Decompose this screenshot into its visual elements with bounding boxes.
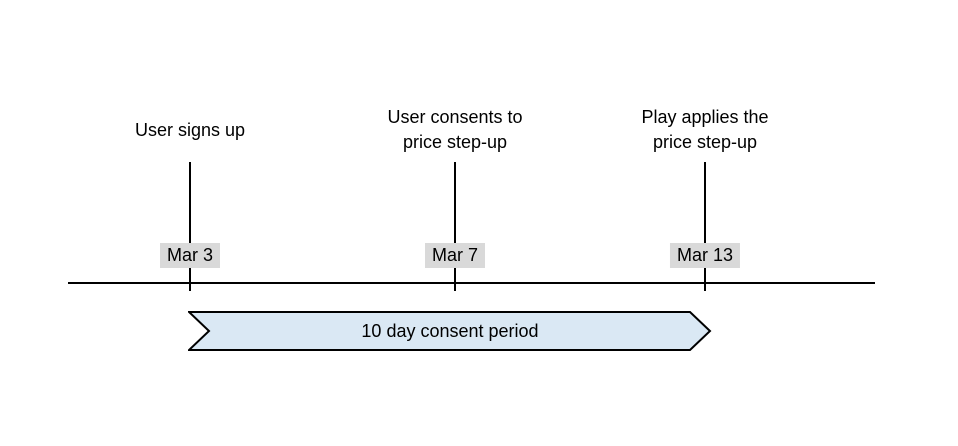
event-label-line: User consents to (387, 107, 523, 127)
event-label-consent: User consents to price step-up (373, 104, 537, 156)
event-label-line: price step-up (402, 132, 508, 152)
consent-period-label: 10 day consent period (361, 320, 539, 341)
event-label-line: price step-up (652, 132, 758, 152)
event-label-line: User signs up (134, 119, 246, 140)
timeline-axis (68, 282, 875, 284)
event-label-signup: User signs up (108, 104, 272, 156)
chevron-banner-polygon (188, 311, 712, 351)
event-date-badge: Mar 13 (669, 243, 741, 268)
event-date-badge: Mar 3 (159, 243, 221, 268)
event-tick-line (189, 162, 191, 291)
event-label-apply: Play applies the price step-up (623, 104, 787, 156)
event-date-badge: Mar 7 (424, 243, 486, 268)
event-tick-line (704, 162, 706, 291)
consent-period-banner-shape (188, 311, 712, 351)
event-tick-line (454, 162, 456, 291)
event-label-line: Play applies the (641, 107, 769, 127)
